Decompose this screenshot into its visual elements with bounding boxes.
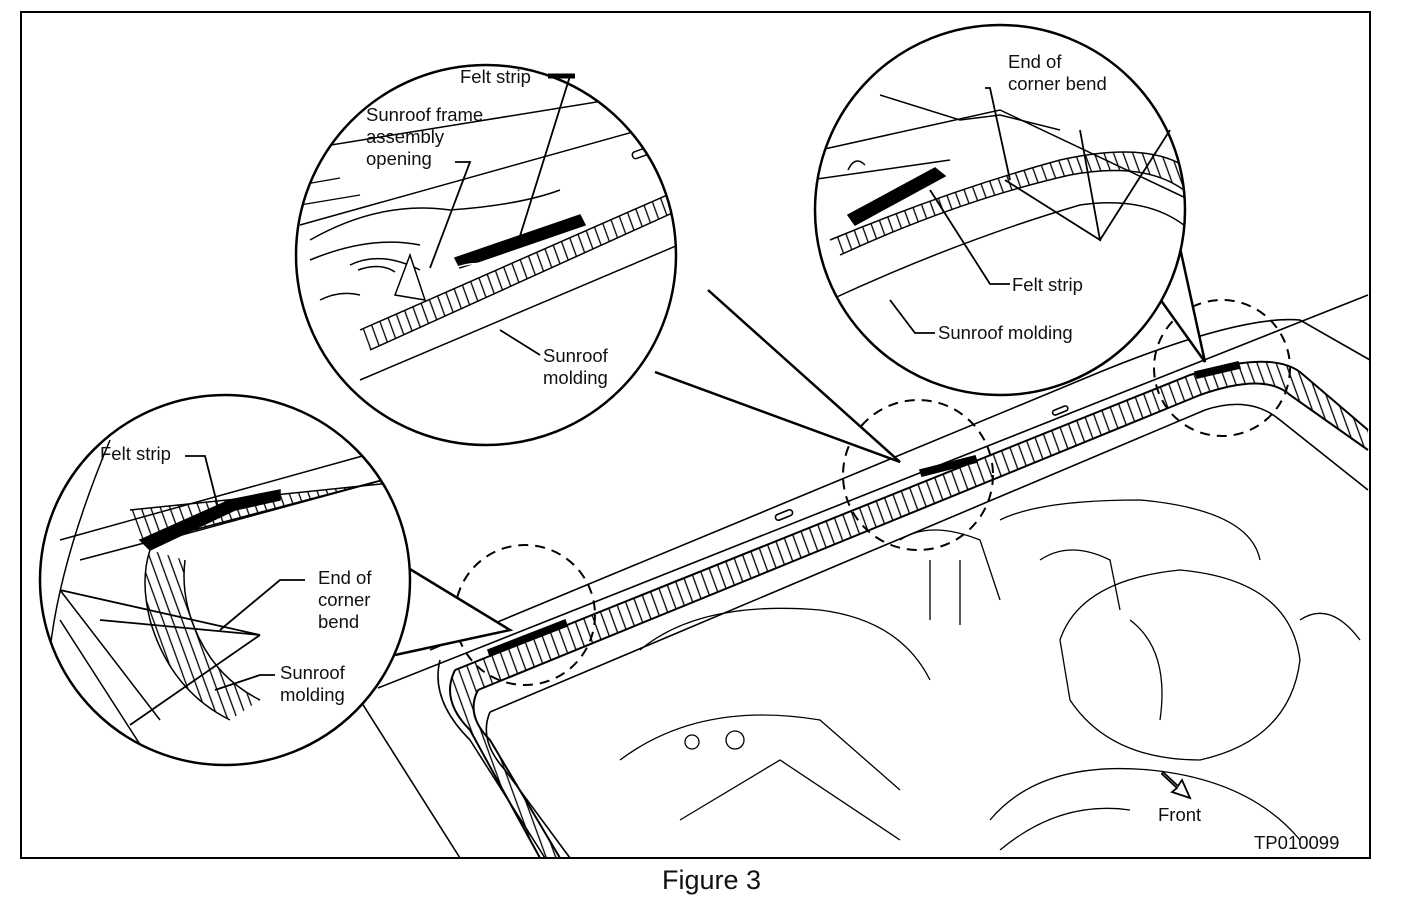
left-end-of-bend-label: End of corner bend [318,567,372,632]
top-center-molding-label: Sunroof molding [543,345,608,388]
callout-left [38,393,514,767]
top-right-felt-strip-label: Felt strip [1012,274,1083,295]
callout-top-center [294,63,901,464]
top-center-frame-opening-label: Sunroof frame assembly opening [366,104,484,169]
top-right-molding-label: Sunroof molding [938,322,1073,343]
front-label: Front [1158,804,1202,825]
left-molding-label: Sunroof molding [280,662,345,705]
front-direction-arrow-icon [1160,770,1192,800]
left-felt-strip-label: Felt strip [100,443,171,464]
top-center-felt-strip-label: Felt strip [460,66,531,87]
top-right-end-of-bend-label: End of corner bend [1008,51,1107,94]
figure-caption: Figure 3 [662,865,762,895]
part-number-label: TP010099 [1254,832,1340,853]
callout-top-right [813,23,1207,397]
zoom-indicator-circles [454,299,1291,686]
